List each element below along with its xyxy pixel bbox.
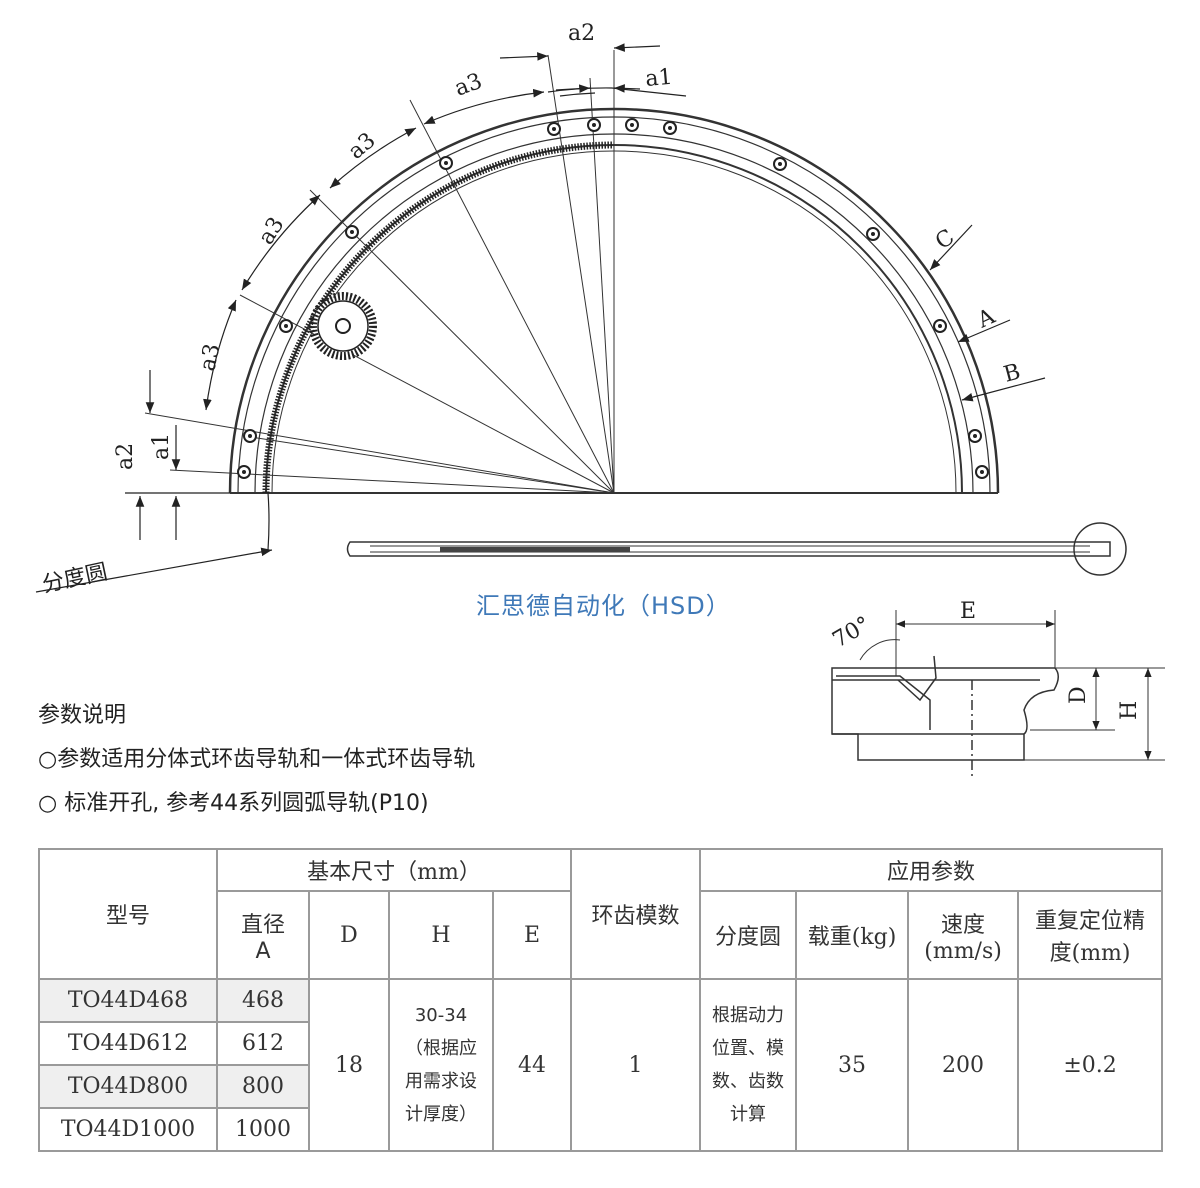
header-application-params: 应用参数 [699, 848, 1164, 892]
label-a3-4: a3 [195, 342, 225, 374]
label-a3-3: a3 [254, 213, 290, 249]
table-row: TO44D468 468 18 30-34（根据应 用需求设计厚度） 44 1 … [38, 978, 1164, 1152]
label-a1-top: a1 [644, 65, 673, 92]
cell-e: 44 [491, 978, 573, 1152]
label-a2-top: a2 [568, 21, 595, 46]
header-model: 型号 [38, 848, 218, 980]
label-c: C [931, 225, 959, 255]
rack-teeth [262, 141, 615, 494]
rack-ring-technical-drawing: a2 a1 a3 a3 a3 a3 a2 a1 C A B 分度圆 [35, 21, 1165, 780]
cell-diameter: 1000 [216, 1107, 310, 1152]
section-detail [831, 610, 1165, 780]
cell-diameter: 612 [216, 1021, 310, 1066]
pinion-gear [309, 292, 377, 360]
side-view [346, 522, 1127, 576]
table-row: TO44D1000 1000 [38, 1107, 1162, 1152]
label-d: D [1066, 686, 1091, 704]
header-speed: 速度(mm/s) [907, 890, 1020, 980]
table-row: TO44D612 612 [38, 1021, 1162, 1066]
cell-pitch-circle: 根据动力位置、模 数、齿数计算 [699, 978, 798, 1152]
header-pitch-circle: 分度圆 [699, 890, 798, 980]
header-basic-dimensions: 基本尺寸（mm） [215, 848, 573, 892]
header-precision: 重复定位精度(mm) [1017, 890, 1164, 980]
label-b: B [1001, 359, 1023, 387]
cell-model: TO44D612 [38, 1021, 218, 1066]
outer-dimension-arcs [35, 43, 1046, 593]
label-a2-left: a2 [113, 443, 138, 470]
header-gear-module: 环齿模数 [570, 848, 702, 980]
cell-speed: 200 [907, 978, 1020, 1152]
cell-model: TO44D1000 [38, 1107, 218, 1152]
header-e: E [491, 890, 573, 980]
label-angle: 70° [829, 612, 875, 653]
cell-diameter: 468 [216, 978, 310, 1023]
table-row: TO44D800 800 [38, 1064, 1162, 1109]
cell-model: TO44D800 [38, 1064, 218, 1109]
label-h: H [1117, 701, 1142, 720]
cell-h: 30-34（根据应 用需求设计厚度） [388, 978, 494, 1152]
mounting-holes [237, 118, 989, 479]
cell-model: TO44D468 [38, 978, 218, 1023]
header-d: D [308, 890, 390, 980]
watermark: 汇思德自动化（HSD） [476, 592, 731, 620]
notes-line-1: ○参数适用分体式环齿导轨和一体式环齿导轨 [38, 747, 476, 772]
header-load: 载重(kg) [795, 890, 910, 980]
cell-module: 1 [570, 978, 702, 1152]
cell-d: 18 [308, 978, 390, 1152]
header-h: H [388, 890, 494, 980]
label-a: A [973, 304, 1000, 334]
cell-load: 35 [795, 978, 910, 1152]
label-a3-1: a3 [452, 69, 486, 102]
label-e: E [960, 599, 976, 624]
cell-diameter: 800 [216, 1064, 310, 1109]
label-a1-left: a1 [149, 433, 174, 460]
cell-precision: ±0.2 [1017, 978, 1164, 1152]
label-pitch-circle: 分度圆 [40, 560, 110, 598]
notes-title: 参数说明 [38, 703, 127, 728]
parameter-notes: 参数说明 ○参数适用分体式环齿导轨和一体式环齿导轨 ○ 标准开孔, 参考44系列… [38, 694, 475, 826]
notes-line-2: ○ 标准开孔, 参考44系列圆弧导轨(P10) [38, 791, 429, 816]
label-a3-2: a3 [344, 128, 381, 165]
